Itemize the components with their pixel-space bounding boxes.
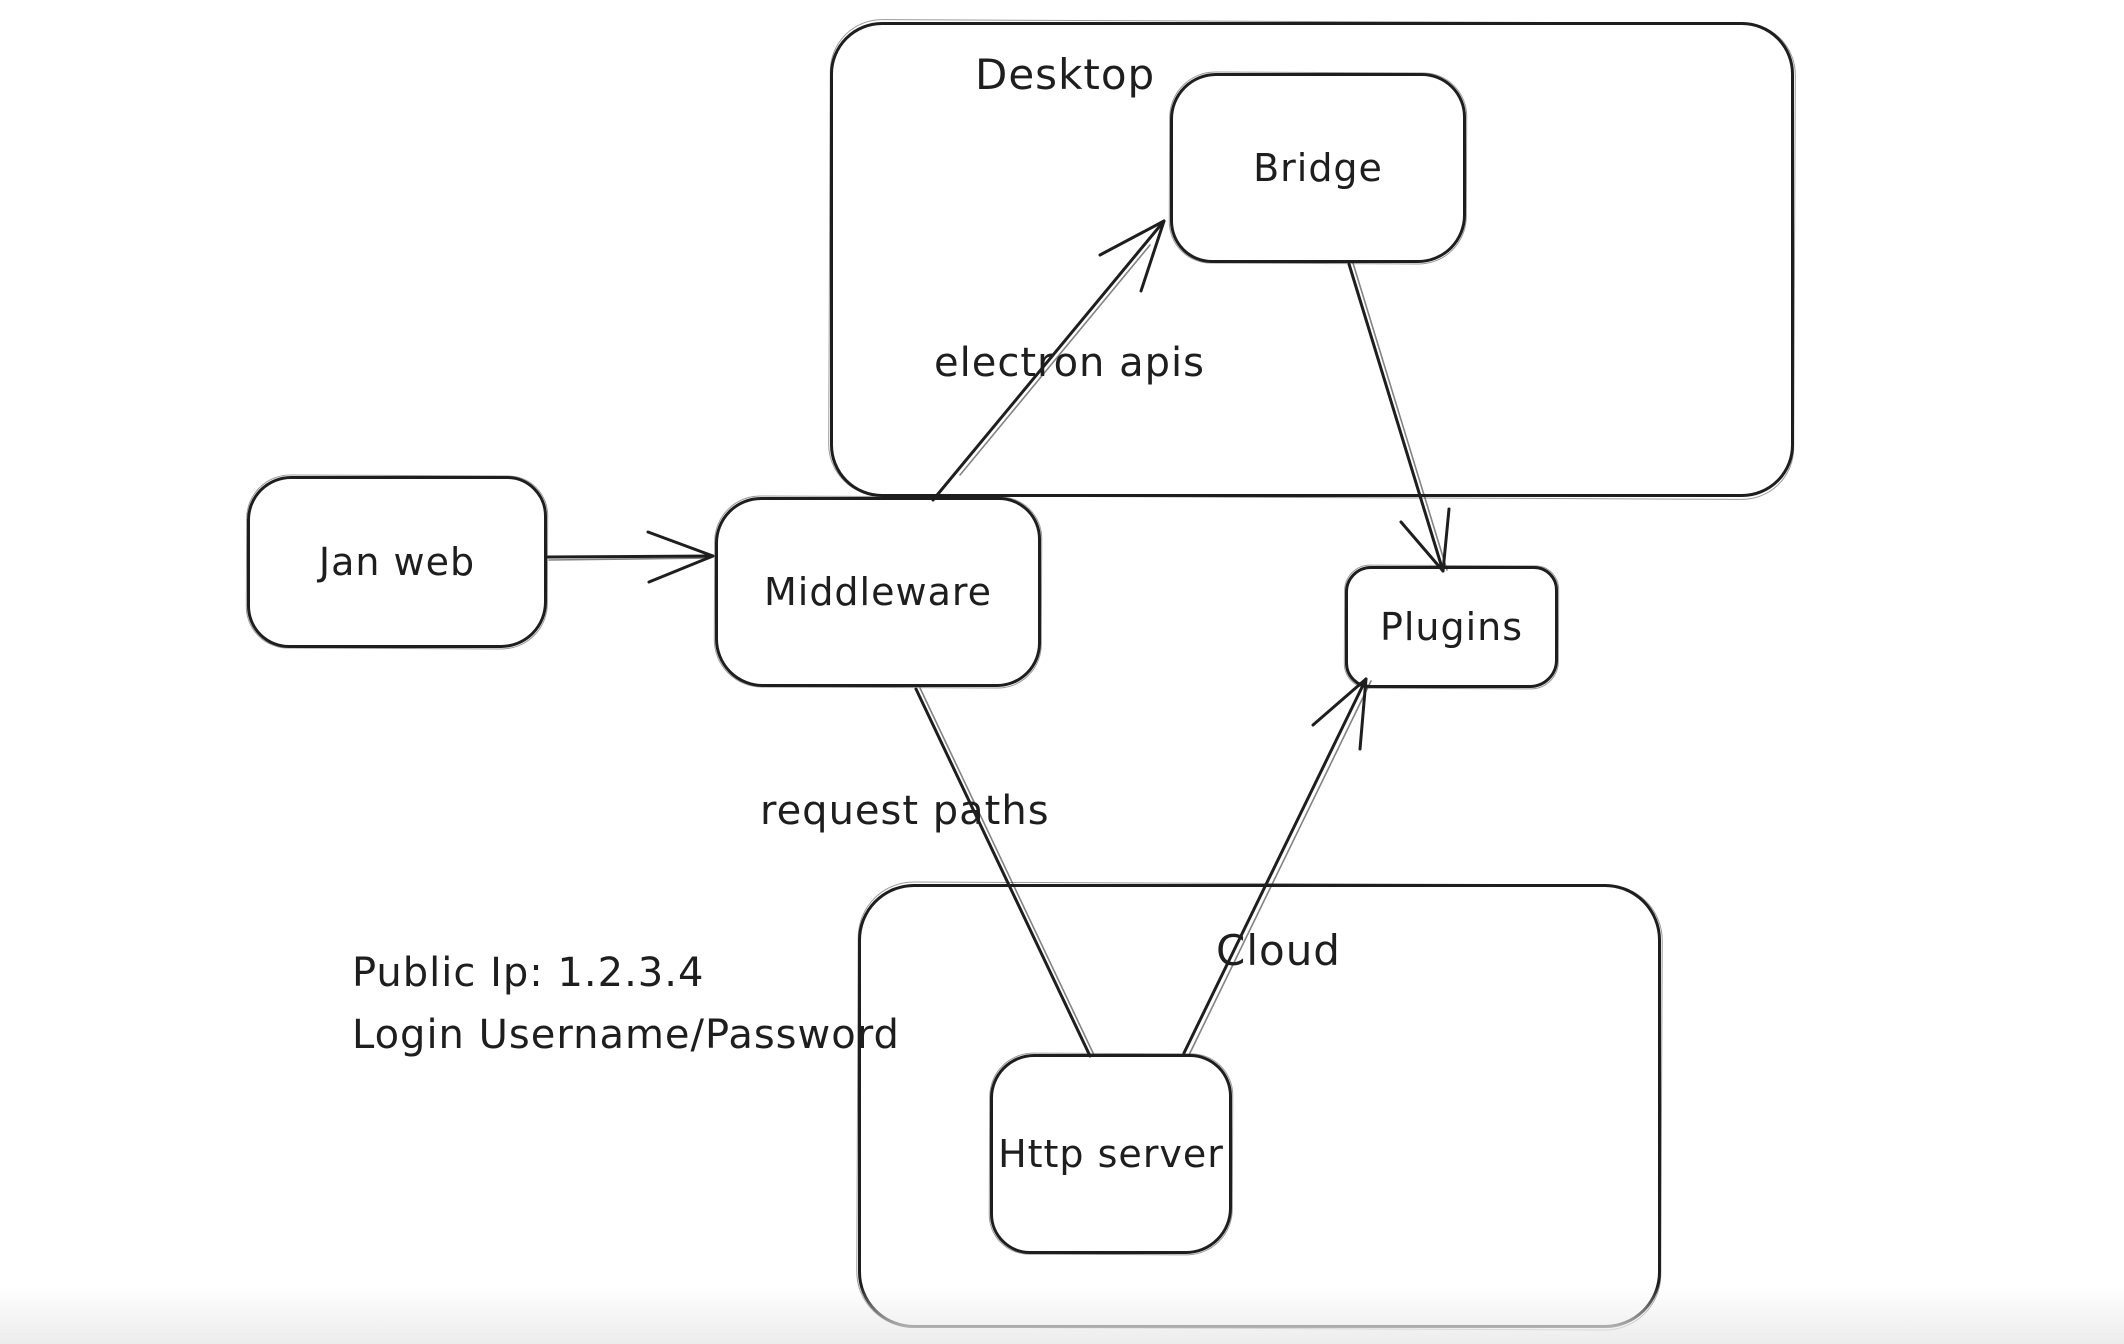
request-paths-edge-label[interactable]: request paths bbox=[760, 788, 1050, 834]
arrowhead-upright-icon bbox=[1311, 677, 1368, 751]
desktop-container-shape[interactable] bbox=[830, 22, 1794, 497]
jan-web-label: Jan web bbox=[318, 540, 476, 584]
login-text: Login Username/Password bbox=[352, 1012, 900, 1058]
arrowhead-right-icon bbox=[646, 530, 715, 584]
bridge-label: Bridge bbox=[1253, 146, 1383, 190]
canvas-bottom-edge bbox=[0, 1286, 2124, 1344]
http-server-label: Http server bbox=[998, 1132, 1224, 1176]
public-ip-text: Public Ip: 1.2.3.4 bbox=[352, 950, 705, 996]
jan-web-node[interactable]: Jan web bbox=[247, 476, 547, 648]
edge-janweb-to-middleware[interactable] bbox=[546, 530, 715, 584]
cloud-container-title[interactable]: Cloud bbox=[1216, 926, 1341, 975]
desktop-container-title[interactable]: Desktop bbox=[975, 50, 1156, 99]
middleware-node[interactable]: Middleware bbox=[715, 497, 1041, 687]
arrowhead-down-icon bbox=[1399, 507, 1451, 573]
credentials-annotation[interactable]: Public Ip: 1.2.3.4 Login Username/Passwo… bbox=[352, 942, 900, 1066]
middleware-label: Middleware bbox=[763, 570, 993, 614]
http-server-node[interactable]: Http server bbox=[990, 1054, 1232, 1254]
plugins-node[interactable]: Plugins bbox=[1345, 566, 1558, 688]
edge-shaft-overdraw bbox=[548, 557, 711, 561]
electron-apis-edge-label[interactable]: electron apis bbox=[934, 340, 1205, 386]
edge-shaft bbox=[546, 554, 715, 559]
bridge-node[interactable]: Bridge bbox=[1170, 73, 1466, 263]
plugins-label: Plugins bbox=[1379, 605, 1524, 649]
